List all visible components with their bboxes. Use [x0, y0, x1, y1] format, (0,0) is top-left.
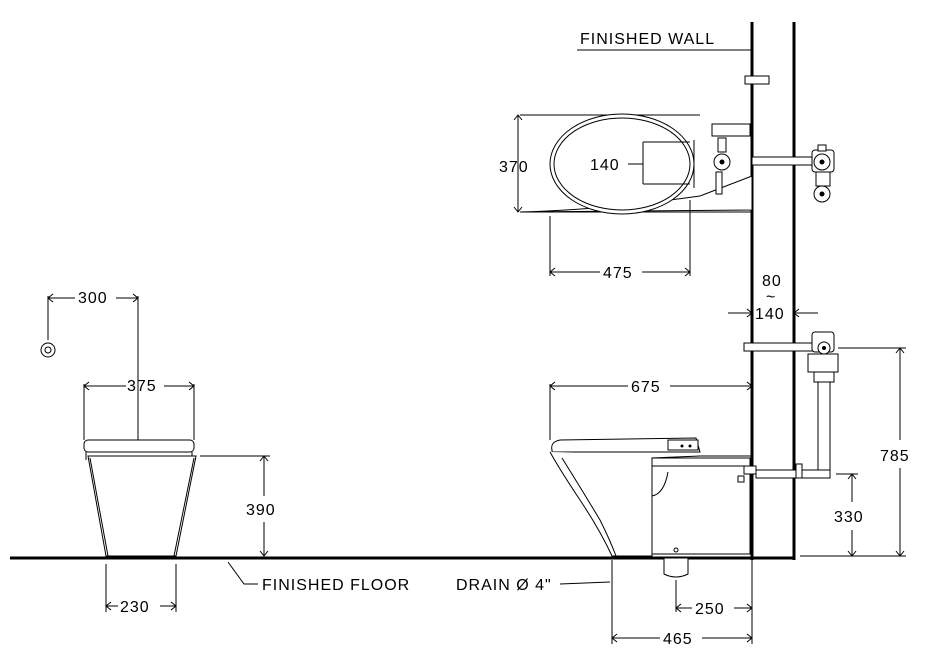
dim-465-text: 465 [663, 631, 693, 648]
dim-140-top: 140 [590, 141, 690, 185]
dim-785-text: 785 [880, 448, 910, 465]
side-view-toilet [549, 437, 752, 578]
side-tank-box [651, 457, 751, 555]
side-bowl [549, 451, 752, 557]
dim-250-text: 250 [695, 601, 725, 618]
dim-140-top-text: 140 [590, 157, 620, 174]
dim-370: 370 [499, 114, 529, 213]
drain-text: DRAIN Ø 4" [456, 577, 552, 594]
side-seat-lid [551, 437, 701, 453]
dim-330: 330 [834, 473, 864, 557]
finished-floor-text: FINISHED FLOOR [262, 577, 410, 594]
dim-675: 675 [549, 379, 753, 440]
dim-375: 375 [83, 378, 195, 440]
dim-230-text: 230 [120, 599, 150, 616]
top-view-toilet [519, 75, 770, 215]
finished-wall-label: FINISHED WALL [577, 31, 752, 51]
left-outlet-symbol [40, 342, 56, 358]
dim-80-text: 80 [762, 273, 782, 290]
drain-pipe [663, 557, 689, 578]
seat-lid-top [549, 113, 695, 215]
dim-230: 230 [105, 564, 177, 616]
dim-785: 785 [800, 347, 910, 557]
dim-wall-thickness: 80 ~ 140 [728, 273, 818, 323]
front-bowl [87, 455, 197, 557]
dim-475-text: 475 [603, 265, 633, 282]
dim-370-text: 370 [499, 159, 529, 176]
dim-465: 465 [611, 560, 753, 648]
dim-tilde-text: ~ [766, 289, 776, 306]
front-view-toilet [83, 439, 197, 557]
dim-475: 475 [549, 200, 691, 282]
finished-wall-text: FINISHED WALL [580, 31, 715, 48]
dim-375-text: 375 [127, 378, 157, 395]
rear-plumbing [743, 331, 839, 479]
dim-140-wall-text: 140 [755, 306, 785, 323]
drain-label: DRAIN Ø 4" [456, 577, 611, 594]
rear-valve-top [751, 144, 835, 203]
dim-390: 390 [200, 455, 276, 557]
dim-330-text: 330 [834, 509, 864, 526]
dim-675-text: 675 [631, 379, 661, 396]
dim-300-text: 300 [78, 290, 108, 307]
dim-390-text: 390 [246, 502, 276, 519]
finished-floor-label: FINISHED FLOOR [227, 561, 410, 594]
dim-300: 300 [47, 290, 139, 440]
front-seat-lid [83, 439, 195, 453]
dim-250: 250 [675, 560, 753, 618]
